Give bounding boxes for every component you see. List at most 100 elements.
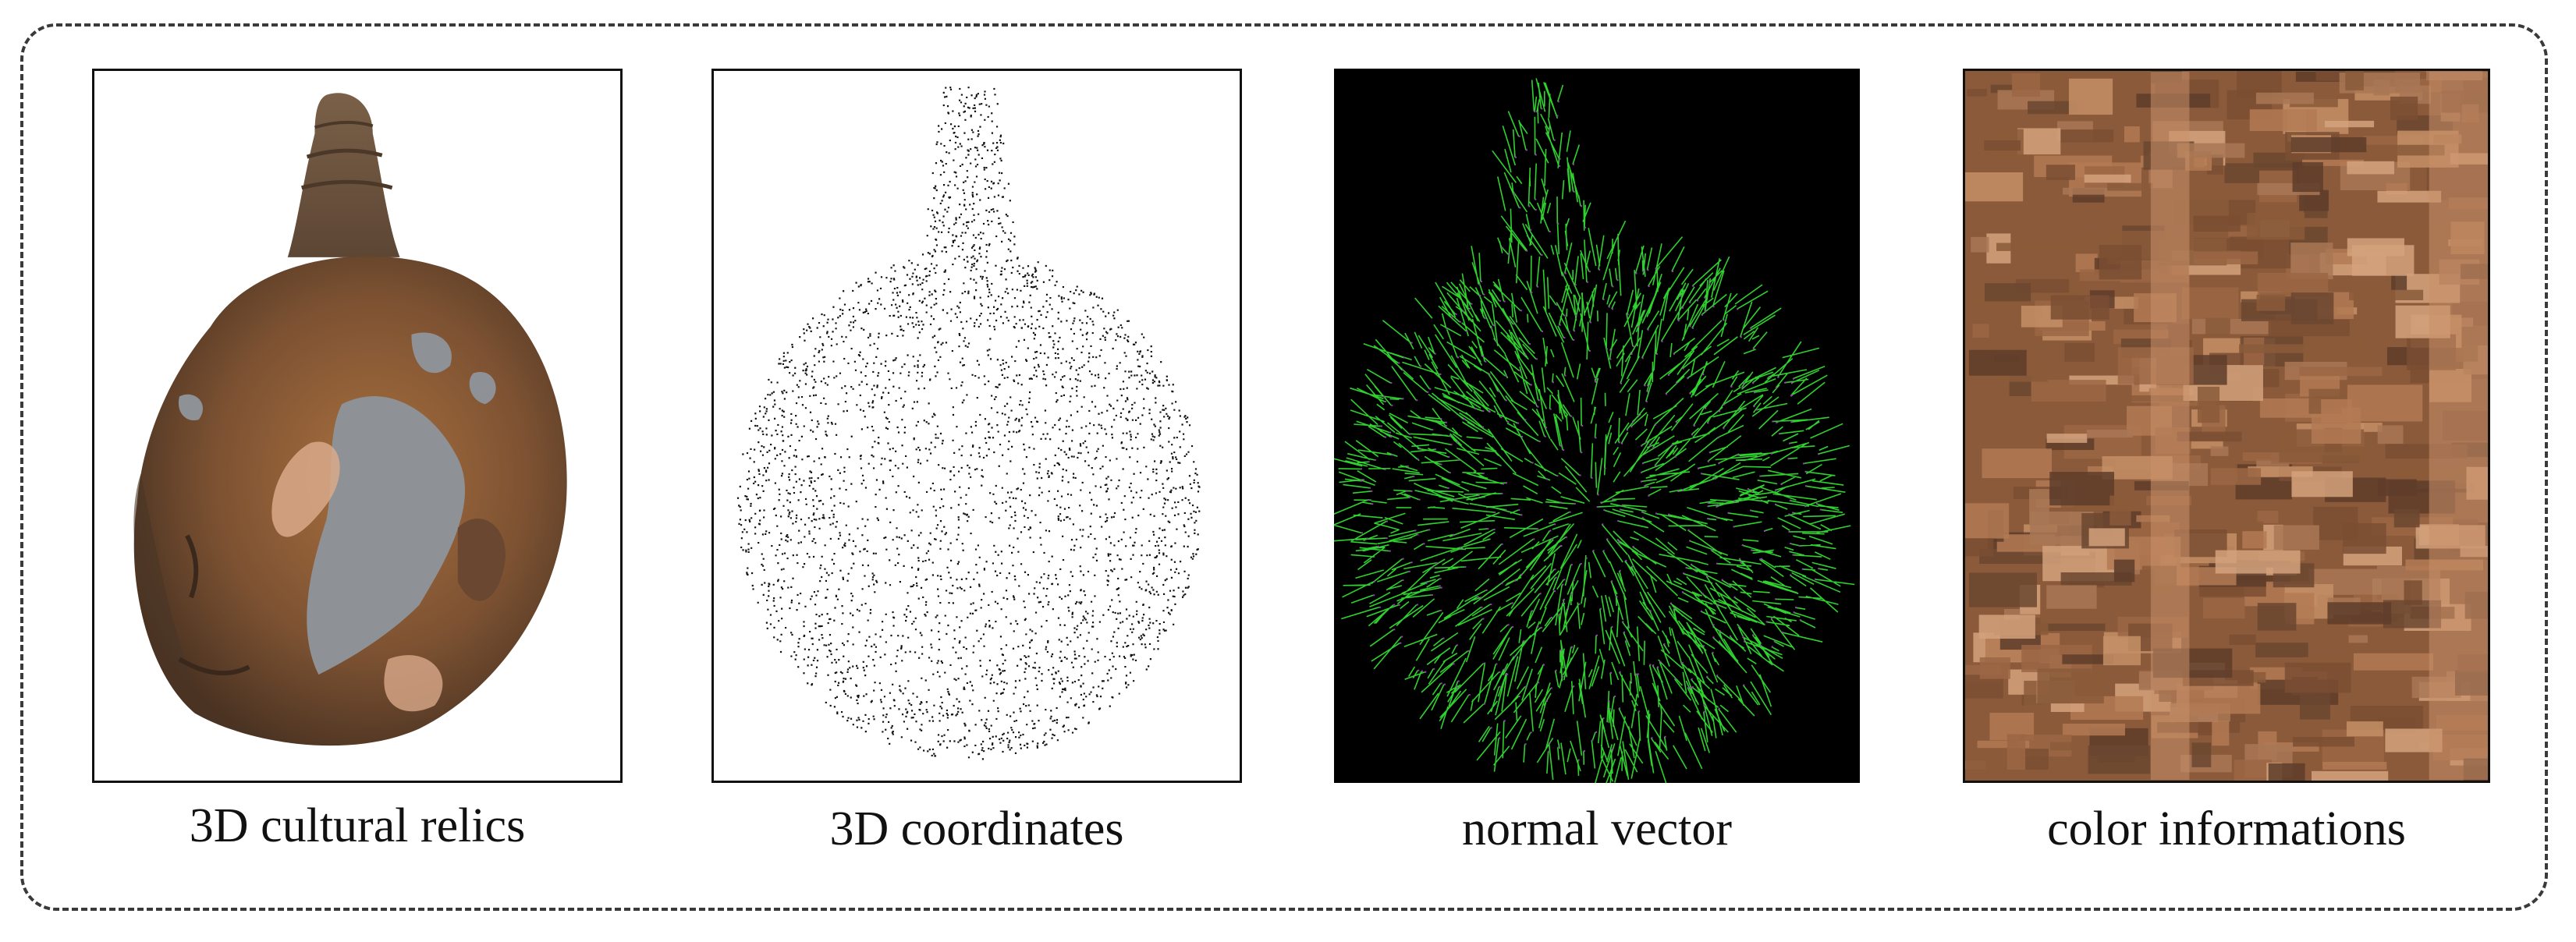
texture-patch <box>2255 643 2308 658</box>
point-cloud-panel <box>711 69 1242 783</box>
texture-patch <box>2377 190 2442 203</box>
texture-patch <box>2302 159 2365 166</box>
texture-patch <box>2193 215 2241 232</box>
texture-patch <box>2124 126 2140 143</box>
caption-coordinates: 3D coordinates <box>829 802 1124 855</box>
texture-patch <box>2210 446 2229 456</box>
texture-patch <box>2290 292 2334 324</box>
texture-patch <box>2215 550 2301 574</box>
texture-patch <box>2347 423 2383 432</box>
texture-patch <box>2391 274 2407 291</box>
normal-vector-panel <box>1334 69 1860 783</box>
texture-patch <box>2249 109 2317 131</box>
texture-patch <box>2075 253 2098 272</box>
texture-patch <box>2060 129 2114 143</box>
dashed-frame <box>20 23 2548 911</box>
texture-seam <box>2429 72 2488 780</box>
texture-patch <box>2255 92 2314 104</box>
texture-patch <box>2062 654 2113 664</box>
texture-patch <box>1968 349 2027 376</box>
texture-patch <box>2107 182 2153 191</box>
texture-patch <box>1972 324 1989 338</box>
texture-patch <box>2210 468 2262 485</box>
texture-patch <box>2353 653 2433 671</box>
texture-patch <box>2177 431 2242 442</box>
texture-patch <box>2087 466 2114 476</box>
normal-vector-lines <box>1334 78 1855 783</box>
texture-patch <box>2099 245 2142 280</box>
caption-color-info: color informations <box>2047 802 2406 855</box>
caption-normal-vector: normal vector <box>1461 802 1733 855</box>
texture-patch <box>2113 559 2135 583</box>
texture-patch <box>1990 84 2013 94</box>
texture-patch <box>2205 317 2230 335</box>
texture-patch <box>2292 162 2323 193</box>
texture-patch <box>2257 603 2297 631</box>
texture-patch <box>2324 120 2375 128</box>
texture-patch <box>1978 614 2035 639</box>
texture-patch <box>2284 662 2351 693</box>
texture-patch <box>2312 770 2389 781</box>
texture-patch <box>2234 760 2272 781</box>
texture-patch <box>2028 101 2077 115</box>
normal-vector-image <box>1334 78 1855 783</box>
point-cloud-image <box>736 87 1201 760</box>
texture-patch <box>2299 367 2383 377</box>
texture-patch <box>2300 691 2330 720</box>
texture-patch <box>2321 398 2352 423</box>
texture-patch <box>1984 140 2021 151</box>
texture-patch <box>2347 161 2394 175</box>
texture-patch <box>2037 668 2104 704</box>
relic-head-image <box>133 93 567 746</box>
texture-patch <box>1968 572 2037 607</box>
texture-patch <box>2268 763 2305 781</box>
texture-patch <box>2377 425 2404 444</box>
normal-vector-points <box>1360 101 1822 761</box>
texture-patch <box>2062 723 2125 736</box>
texture-patch <box>2191 319 2272 335</box>
texture-patch <box>2007 734 2026 770</box>
relic-render-panel <box>92 69 623 783</box>
texture-patch <box>2086 430 2134 438</box>
texture-patch <box>2084 174 2131 183</box>
texture-patch <box>2345 71 2364 90</box>
texture-patch <box>2017 128 2061 155</box>
color-info-panel <box>1963 69 2490 783</box>
texture-patch <box>2257 511 2279 523</box>
texture-patch <box>2256 294 2286 311</box>
texture-patch <box>2365 144 2445 156</box>
texture-patch <box>2346 721 2383 737</box>
texture-patch <box>2031 380 2106 402</box>
texture-patch <box>2390 96 2418 120</box>
texture-patch <box>2393 508 2420 528</box>
texture-patch <box>2029 489 2049 526</box>
texture-patch <box>2291 471 2353 498</box>
texture-patch <box>2088 745 2151 774</box>
texture-patch <box>2247 212 2305 240</box>
texture-patch <box>2197 386 2220 423</box>
texture-patch <box>2177 143 2245 158</box>
texture-patch <box>2050 703 2085 713</box>
texture-patch <box>1965 538 1994 557</box>
texture-patch <box>1979 548 2061 565</box>
texture-patch <box>2349 289 2424 301</box>
texture-patch <box>2062 187 2136 195</box>
texture-patch <box>2088 528 2125 547</box>
texture-patch <box>2050 742 2074 751</box>
texture-patch <box>2239 344 2319 353</box>
texture-patch <box>2109 495 2131 526</box>
texture-map-image <box>1965 71 2488 781</box>
caption-relics: 3D cultural relics <box>189 799 526 852</box>
texture-patch <box>1984 283 2031 302</box>
texture-patch <box>2193 251 2258 264</box>
texture-patch <box>1971 236 1989 253</box>
texture-patch <box>1965 503 2010 539</box>
texture-patch <box>2343 522 2386 554</box>
texture-patch <box>2060 572 2132 586</box>
texture-patch <box>2081 233 2102 251</box>
texture-patch <box>2046 434 2088 443</box>
texture-patch <box>1967 89 1987 97</box>
texture-patch <box>1996 243 2081 251</box>
texture-patch <box>2050 295 2109 320</box>
texture-patch <box>2012 73 2041 97</box>
